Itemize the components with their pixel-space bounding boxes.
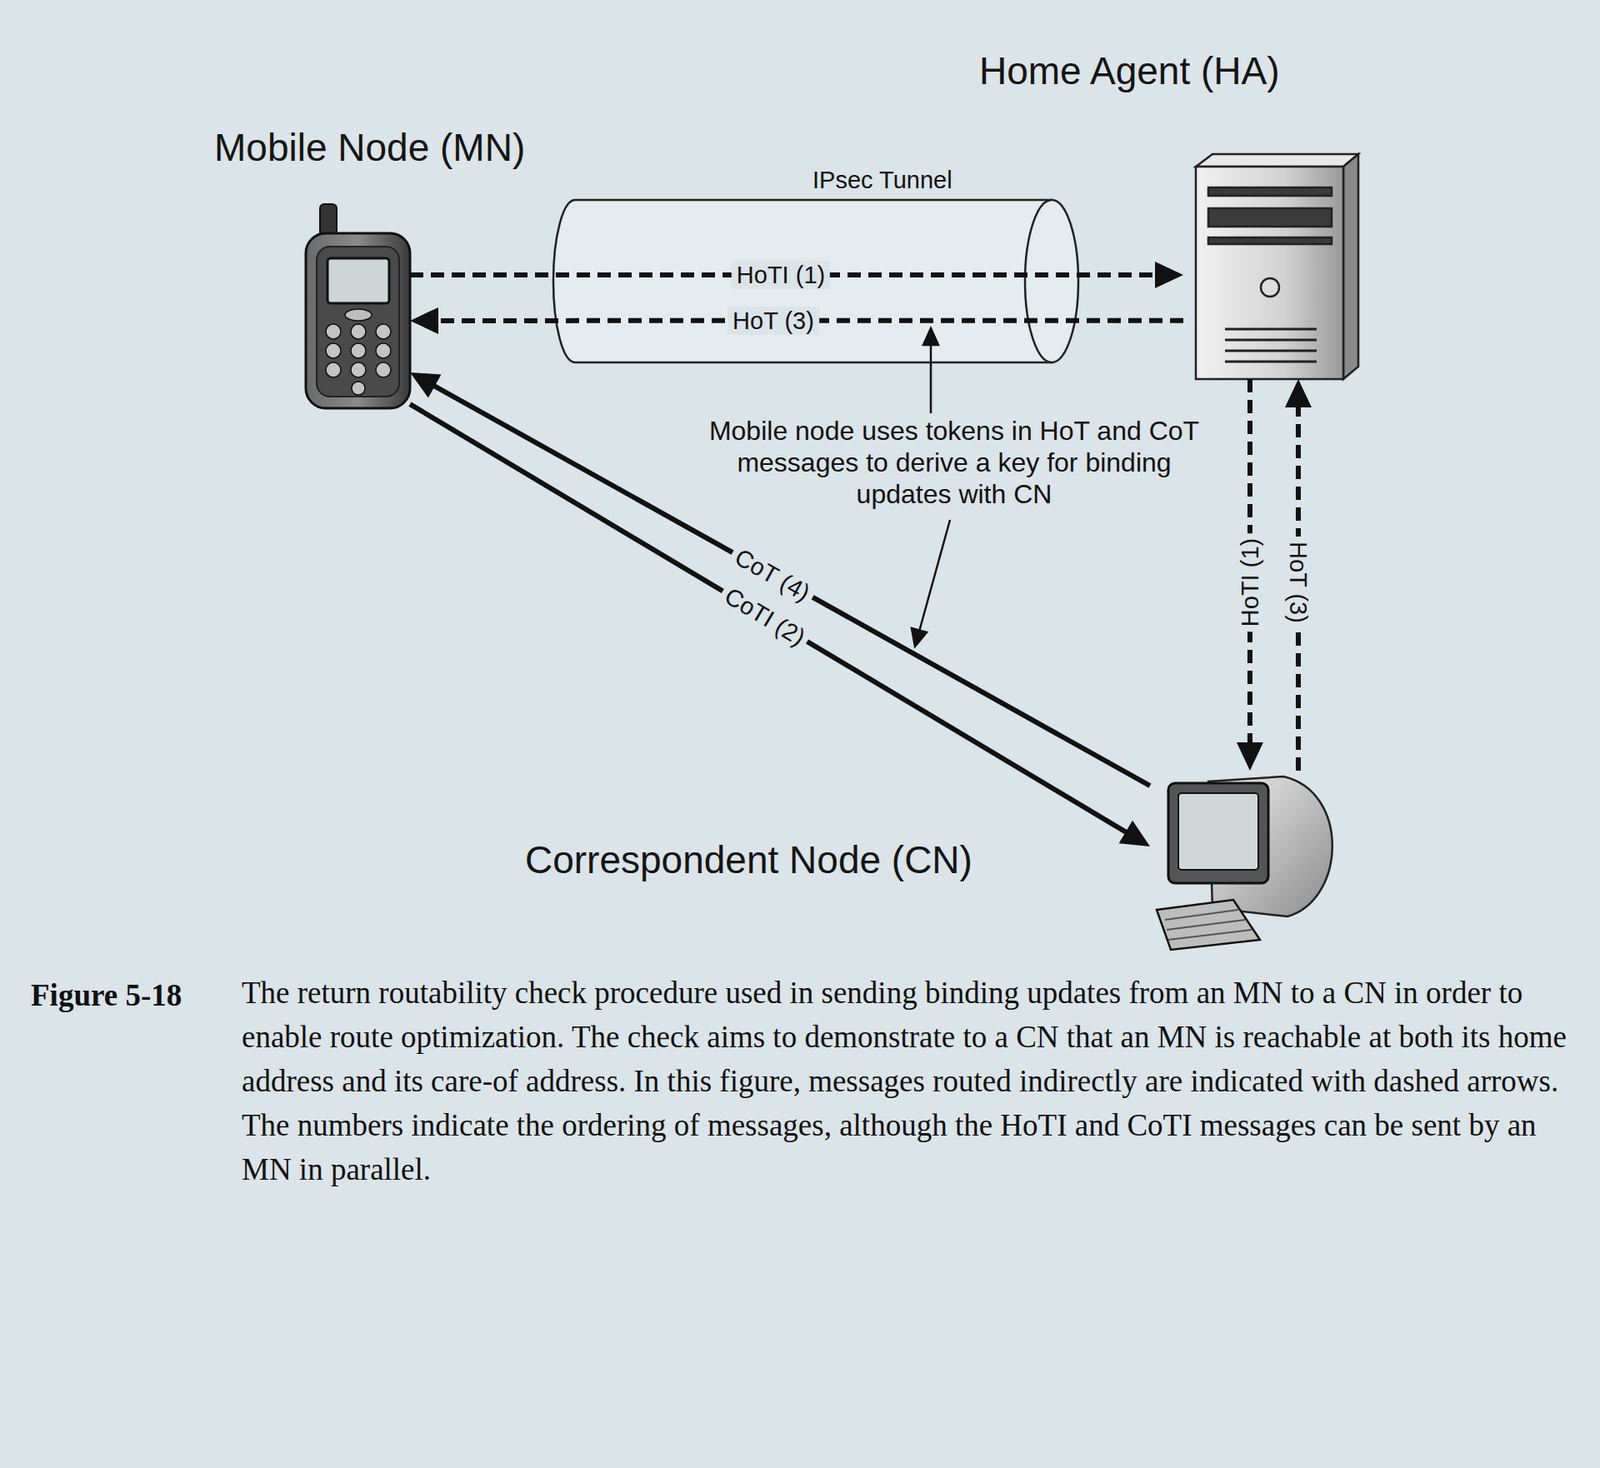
message-label: HoT (3): [1284, 537, 1313, 630]
callout-text: Mobile node uses tokens in HoT and CoT m…: [704, 415, 1205, 510]
phone-icon: [305, 204, 410, 409]
message-label: HoTI (1): [731, 260, 830, 290]
figure-caption: The return routability check procedure u…: [241, 970, 1575, 1192]
message-label: HoT (3): [727, 306, 820, 335]
node-title: Home Agent (HA): [979, 48, 1280, 94]
message-label: HoTI (1): [1235, 533, 1265, 632]
node-title: Mobile Node (MN): [214, 125, 525, 170]
node-title: Correspondent Node (CN): [525, 837, 973, 883]
correspondent-node: Correspondent Node (CN): [1150, 770, 1338, 950]
figure-number: Figure 5-18: [30, 973, 182, 1018]
tunnel-label: IPsec Tunnel: [812, 166, 953, 195]
mobile-node: Mobile Node (MN): [305, 204, 410, 409]
server-icon: [1195, 154, 1359, 380]
home-agent: Home Agent (HA): [1183, 154, 1359, 380]
computer-icon: [1156, 776, 1333, 950]
ipsec-tunnel: [553, 200, 1079, 363]
